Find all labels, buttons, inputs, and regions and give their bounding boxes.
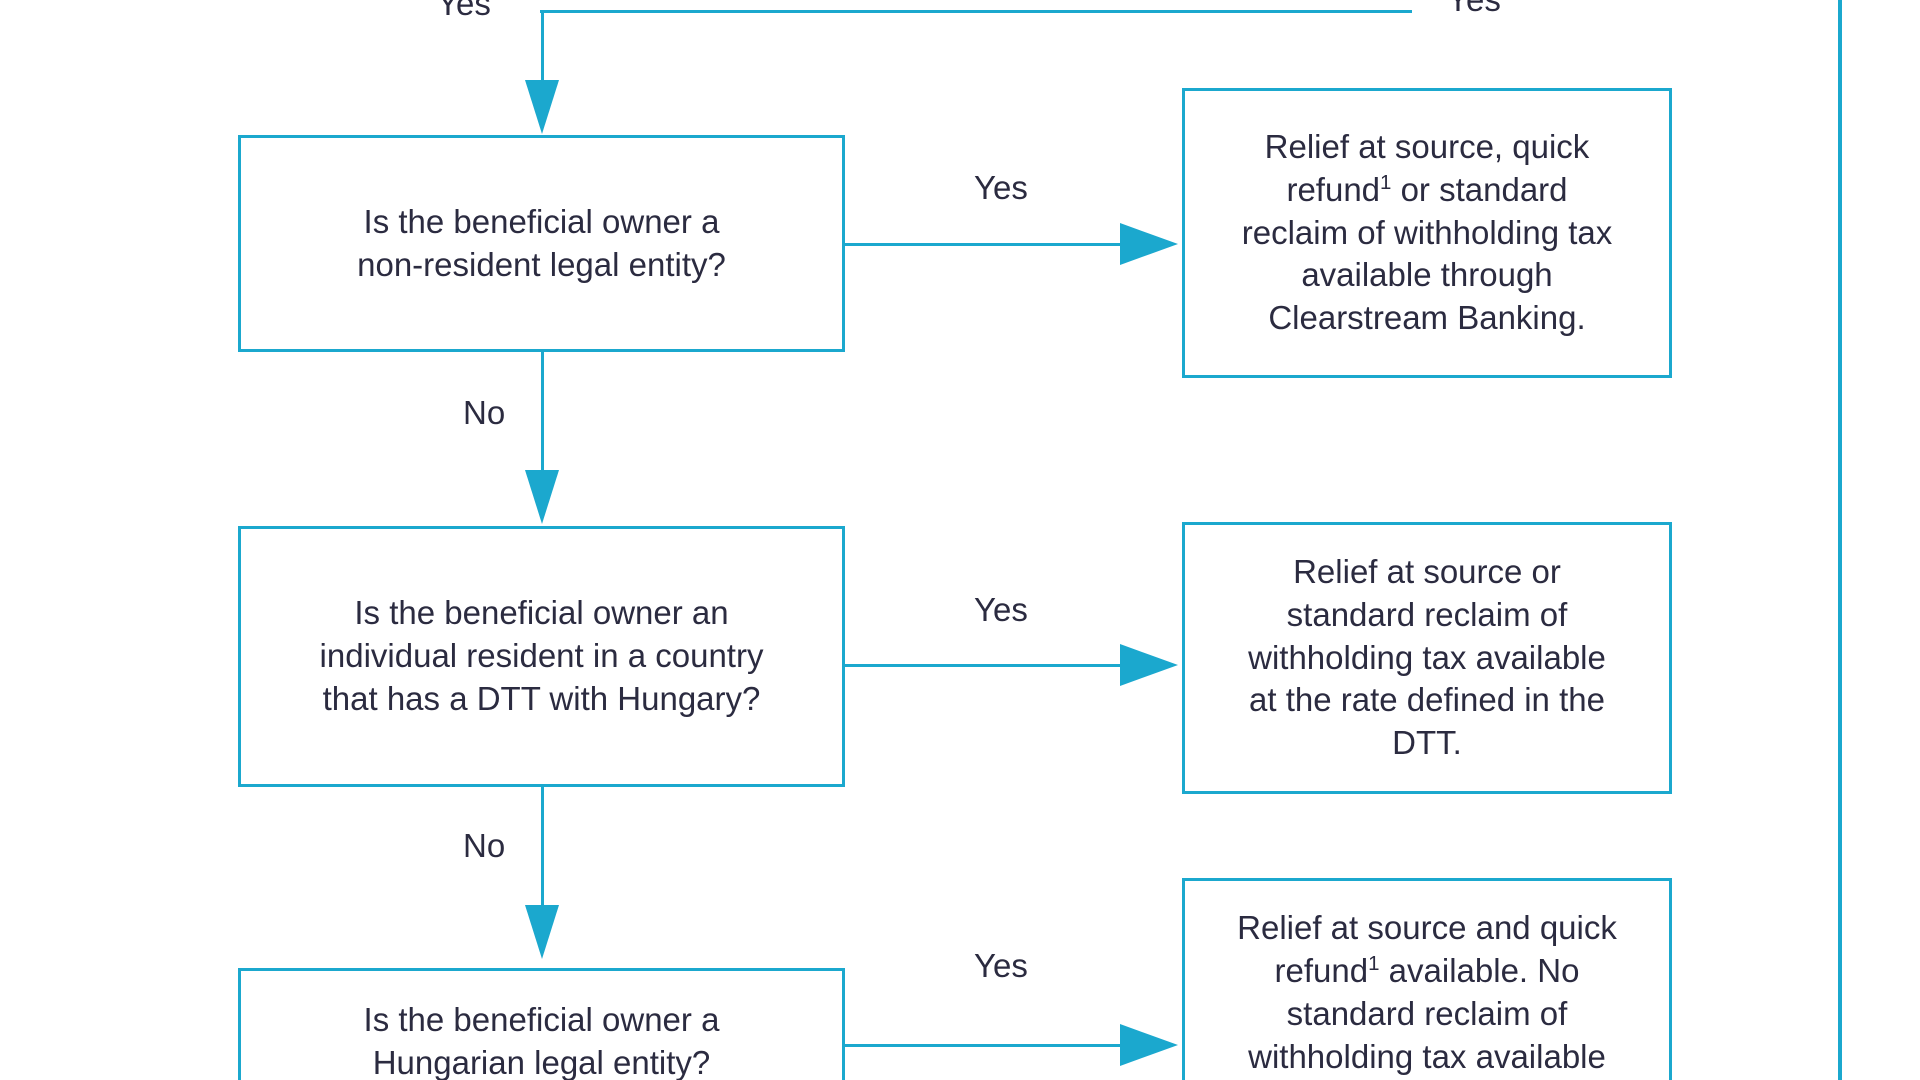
edge-label-q2-yes: Yes xyxy=(974,591,1028,628)
connector-top-to-q1 xyxy=(541,10,544,88)
connector-q2-to-outcome2 xyxy=(845,664,1133,667)
outcome-box-1-part1: Relief at source, quick refund xyxy=(1264,127,1590,208)
outcome-box-1-label: Relief at source, quick refund1 or stand… xyxy=(1224,126,1631,340)
edge-label-q1-yes: Yes xyxy=(974,169,1028,206)
decision-box-hungarian-legal-entity[interactable]: Is the beneficial owner a Hungarian lega… xyxy=(238,968,845,1080)
arrowhead-q2-to-outcome2 xyxy=(1120,644,1178,686)
outcome-box-3-superscript: 1 xyxy=(1368,951,1380,975)
edge-label-top-right-yes: Yes xyxy=(1447,0,1501,18)
decision-box-3-label: Is the beneficial owner a Hungarian lega… xyxy=(363,1001,720,1080)
outcome-box-relief-at-source-dtt-rate[interactable]: Relief at source or standard reclaim of … xyxy=(1182,522,1672,794)
connector-q2-to-q3 xyxy=(541,787,544,915)
arrowhead-q3-to-outcome3 xyxy=(1120,1024,1178,1066)
outcome-box-3-part2: available. No standard reclaim of withho… xyxy=(1248,951,1606,1075)
connector-q1-to-outcome1 xyxy=(845,243,1133,246)
arrowhead-q1-to-q2 xyxy=(525,470,559,524)
decision-box-individual-resident-dtt[interactable]: Is the beneficial owner an individual re… xyxy=(238,526,845,787)
connector-q3-to-outcome3 xyxy=(845,1044,1133,1047)
arrowhead-top-to-q1 xyxy=(525,80,559,134)
outcome-box-2-label: Relief at source or standard reclaim of … xyxy=(1248,552,1606,762)
outcome-box-1-part2: or standard reclaim of withholding tax a… xyxy=(1241,170,1613,337)
outcome-box-3-part1: Relief at source and quick refund xyxy=(1237,909,1617,989)
outcome-box-3-label: Relief at source and quick refund1 avail… xyxy=(1219,907,1635,1079)
arrowhead-q1-to-outcome1 xyxy=(1120,223,1178,265)
outcome-box-relief-at-source-quick-refund[interactable]: Relief at source, quick refund1 or stand… xyxy=(1182,88,1672,378)
top-box-bottom-edge xyxy=(540,10,1412,13)
arrowhead-q2-to-q3 xyxy=(525,905,559,959)
edge-label-top-left-yes: Yes xyxy=(437,0,491,22)
outcome-box-1-superscript: 1 xyxy=(1380,170,1392,194)
edge-label-q1-no: No xyxy=(463,394,506,431)
outcome-box-relief-and-quick-refund-no-standard[interactable]: Relief at source and quick refund1 avail… xyxy=(1182,878,1672,1080)
decision-box-non-resident-legal-entity[interactable]: Is the beneficial owner a non-resident l… xyxy=(238,135,845,352)
edge-label-q2-no: No xyxy=(463,827,506,864)
decision-box-1-label: Is the beneficial owner a non-resident l… xyxy=(357,202,726,283)
edge-label-q3-yes: Yes xyxy=(974,947,1028,984)
page-right-rule xyxy=(1838,0,1842,1080)
connector-q1-to-q2 xyxy=(541,352,544,478)
decision-box-2-label: Is the beneficial owner an individual re… xyxy=(319,594,764,717)
